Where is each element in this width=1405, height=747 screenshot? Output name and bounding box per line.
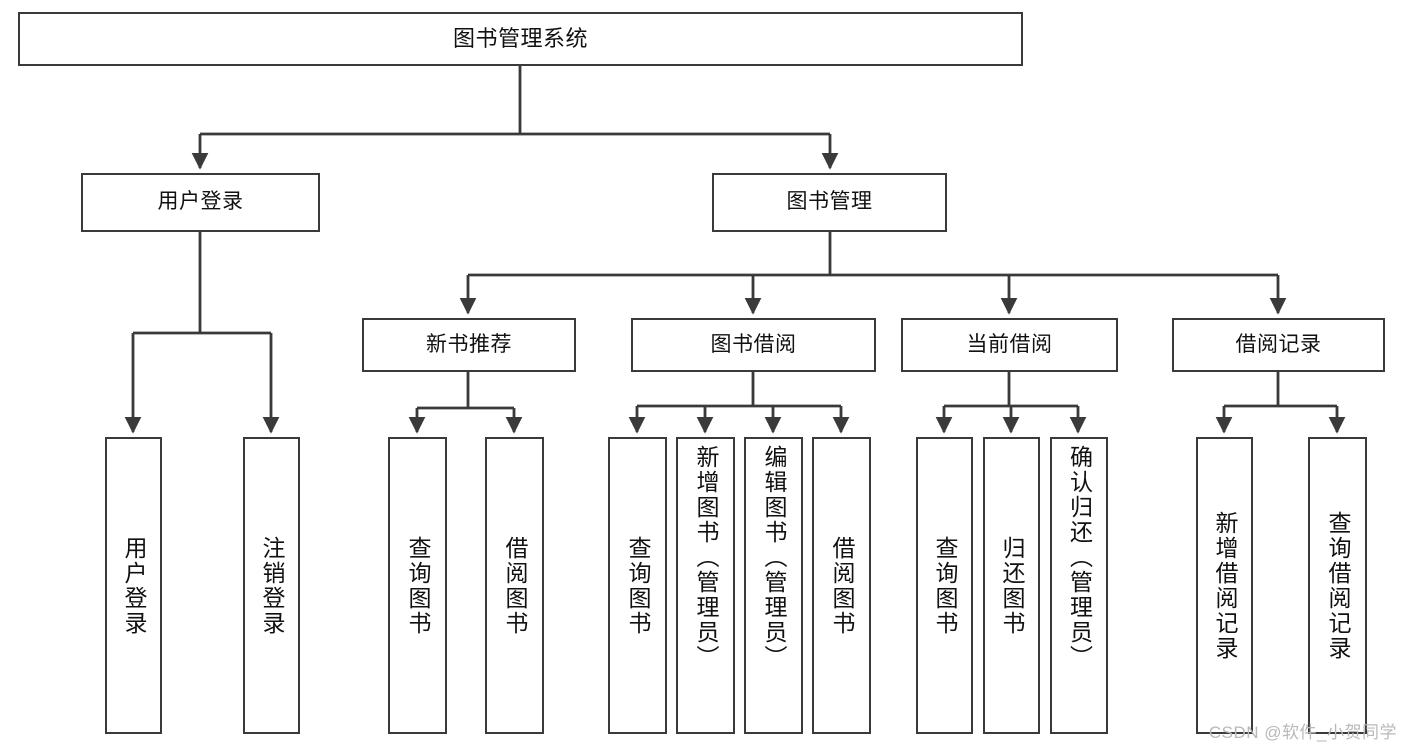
leaf-new-book-query[interactable]: 查询图书 — [388, 437, 447, 734]
leaf-current-borrow-confirm-return[interactable]: 确认归还（管理员） — [1050, 437, 1108, 734]
node-label: 图书借阅 — [710, 332, 797, 356]
node-label: 借阅图书 — [502, 535, 528, 636]
node-label: 编辑图书（管理员） — [761, 445, 787, 670]
node-label: 查询图书 — [932, 535, 958, 636]
node-label: 查询图书 — [405, 535, 431, 636]
leaf-current-borrow-return[interactable]: 归还图书 — [983, 437, 1040, 734]
node-label: 确认归还（管理员） — [1066, 445, 1093, 670]
node-label: 查询借阅记录 — [1325, 510, 1351, 661]
node-label: 新增借阅记录 — [1212, 510, 1238, 661]
node-book-management[interactable]: 图书管理 — [712, 173, 947, 232]
node-label: 当前借阅 — [966, 332, 1053, 356]
node-book-borrow[interactable]: 图书借阅 — [631, 318, 876, 372]
node-user-login[interactable]: 用户登录 — [81, 173, 320, 232]
node-label: 新增图书（管理员） — [693, 445, 719, 670]
node-label: 借阅记录 — [1235, 332, 1322, 356]
leaf-user-login-login[interactable]: 用户登录 — [105, 437, 162, 734]
node-borrow-record[interactable]: 借阅记录 — [1172, 318, 1385, 372]
node-label: 图书管理系统 — [452, 26, 588, 52]
leaf-book-borrow-edit[interactable]: 编辑图书（管理员） — [744, 437, 803, 734]
leaf-borrow-record-add[interactable]: 新增借阅记录 — [1196, 437, 1253, 734]
leaf-borrow-record-query[interactable]: 查询借阅记录 — [1308, 437, 1367, 734]
leaf-book-borrow-borrow[interactable]: 借阅图书 — [812, 437, 871, 734]
node-label: 借阅图书 — [829, 535, 855, 636]
watermark-text: CSDN @软件_小贺同学 — [1208, 723, 1397, 742]
leaf-new-book-borrow[interactable]: 借阅图书 — [485, 437, 544, 734]
node-label: 归还图书 — [999, 535, 1025, 636]
node-label: 注销登录 — [259, 535, 285, 636]
leaf-book-borrow-add[interactable]: 新增图书（管理员） — [676, 437, 735, 734]
leaf-book-borrow-query[interactable]: 查询图书 — [608, 437, 667, 734]
node-label: 新书推荐 — [426, 332, 512, 356]
node-label: 图书管理 — [786, 190, 873, 214]
node-label: 查询图书 — [625, 535, 651, 636]
node-root-book-management-system[interactable]: 图书管理系统 — [18, 12, 1023, 66]
node-label: 用户登录 — [121, 535, 147, 636]
node-current-borrow[interactable]: 当前借阅 — [901, 318, 1118, 372]
node-new-book-recommend[interactable]: 新书推荐 — [362, 318, 576, 372]
leaf-current-borrow-query[interactable]: 查询图书 — [916, 437, 973, 734]
leaf-user-login-logout[interactable]: 注销登录 — [243, 437, 300, 734]
node-label: 用户登录 — [157, 190, 244, 214]
